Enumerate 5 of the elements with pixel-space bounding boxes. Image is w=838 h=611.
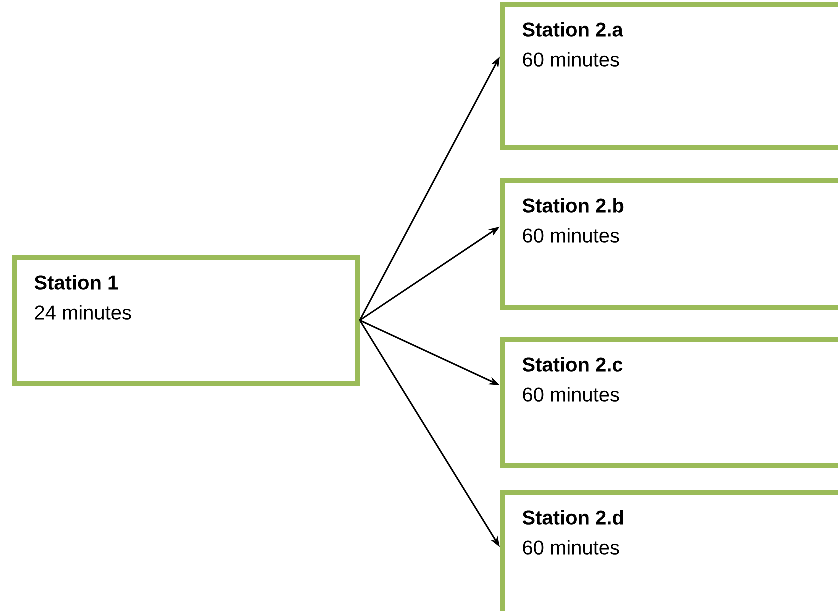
process-box: Station 2.a 60 minutes	[500, 2, 838, 150]
process-box: Station 2.d 60 minutes	[500, 490, 838, 611]
process-box: Station 2.b 60 minutes	[500, 178, 838, 310]
process-box: Station 1 24 minutes	[12, 255, 360, 386]
process-box: Station 2.c 60 minutes	[500, 337, 838, 468]
